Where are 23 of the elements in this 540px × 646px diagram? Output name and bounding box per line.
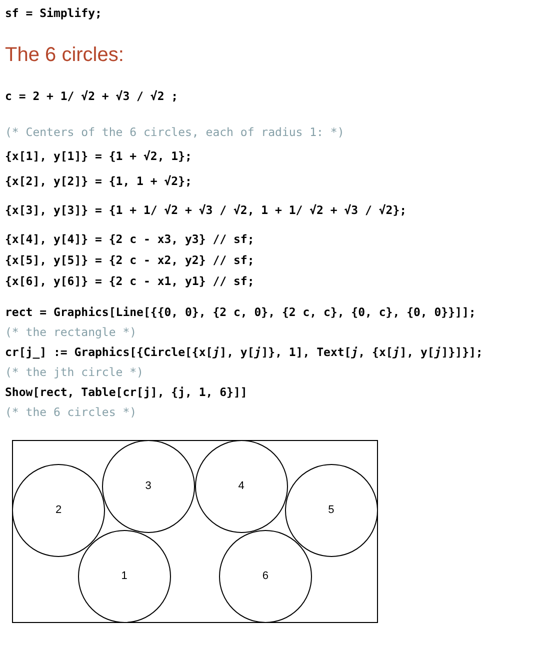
circle-number: 4 bbox=[238, 481, 244, 492]
circle-number: 5 bbox=[328, 505, 334, 516]
code-line: Show[rect, Table[cr[j], {j, 1, 6}]] bbox=[5, 384, 248, 400]
code-line: {x[5], y[5]} = {2 c - x2, y2} // sf; bbox=[5, 252, 254, 268]
code-line: {x[6], y[6]} = {2 c - x1, y1} // sf; bbox=[5, 273, 254, 289]
code-line: {x[3], y[3]} = {1 + 1/ √2 + √3 / √2, 1 + 1/ √2 + √3 / √2}; bbox=[5, 202, 407, 218]
code-line: cr[j_] := Graphics[{Circle[{x[j], y[j]}, 1], Text[j, {x[j], y[j]}]}]; bbox=[5, 344, 483, 360]
code-comment: (* the jth circle *) bbox=[5, 364, 144, 380]
code-line: {x[1], y[1]} = {1 + √2, 1}; bbox=[5, 148, 192, 164]
section-heading: The 6 circles: bbox=[5, 43, 124, 68]
circle-number: 6 bbox=[262, 570, 268, 582]
code-line: sf = Simplify; bbox=[5, 5, 102, 21]
circle-number: 1 bbox=[121, 570, 128, 582]
code-line: rect = Graphics[Line[{{0, 0}, {2 c, 0}, {2 c, c}, {0, c}, {0, 0}}]]; bbox=[5, 304, 476, 320]
code-line: c = 2 + 1/ √2 + √3 / √2 ; bbox=[5, 88, 178, 104]
code-comment: (* the rectangle *) bbox=[5, 324, 137, 340]
code-comment: (* Centers of the 6 circles, each of radius 1: *) bbox=[5, 124, 344, 140]
circle-number: 2 bbox=[55, 505, 62, 516]
plot-frame bbox=[12, 440, 378, 623]
code-comment: (* the 6 circles *) bbox=[5, 404, 137, 420]
circle-number: 3 bbox=[145, 481, 152, 492]
code-line: {x[2], y[2]} = {1, 1 + √2}; bbox=[5, 173, 192, 189]
code-line: {x[4], y[4]} = {2 c - x3, y3} // sf; bbox=[5, 231, 254, 247]
